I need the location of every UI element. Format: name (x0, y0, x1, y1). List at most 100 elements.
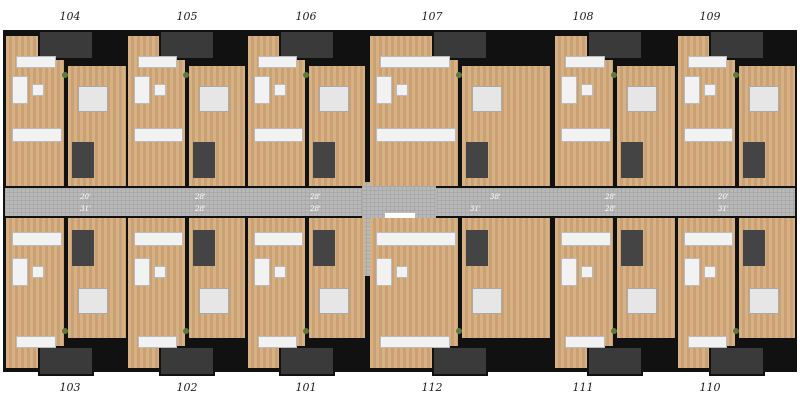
unit-109-dining-table (688, 56, 727, 68)
unit-111-table (581, 266, 593, 278)
unit-110-sofa (684, 258, 700, 286)
unit-102-sofa (134, 258, 150, 286)
unit-101-sofa (254, 258, 270, 286)
unit-105-plant (182, 72, 189, 78)
unit-112-sofa (376, 258, 392, 286)
unit-101-plant (302, 328, 309, 334)
unit-104-table (32, 84, 44, 96)
unit-104-plant (62, 72, 68, 78)
unit-label-110: 110 (699, 381, 721, 394)
unit-108-bed (627, 86, 657, 112)
unit-103-plant (62, 328, 68, 334)
unit-102-table (154, 266, 166, 278)
door-mark: 28' (310, 205, 321, 213)
unit-107-bathroom (466, 142, 488, 178)
unit-101-bed (318, 288, 349, 314)
unit-105-table (154, 84, 166, 96)
unit-110-balcony (708, 346, 765, 376)
door-mark: 28' (605, 205, 616, 213)
unit-105-dining-table (138, 56, 177, 68)
unit-110-bed (748, 288, 779, 314)
unit-112-balcony (432, 346, 488, 376)
door-mark: 20' (80, 193, 91, 201)
unit-103-dining-table (16, 336, 56, 348)
unit-112-table (396, 266, 408, 278)
unit-102-plant (182, 328, 189, 334)
unit-104-dining-table (16, 56, 56, 68)
unit-104-balcony (38, 30, 94, 60)
unit-110-bathroom (742, 230, 765, 266)
unit-101-balcony (278, 346, 335, 376)
unit-102-dining-table (138, 336, 177, 348)
door-mark: 28' (195, 205, 206, 213)
unit-label-107: 107 (421, 10, 443, 23)
door-mark: 31' (80, 205, 91, 213)
unit-106-bed (318, 86, 349, 112)
unit-106-dining-table (258, 56, 297, 68)
unit-106-bathroom (312, 142, 335, 178)
unit-111-dining-table (565, 336, 605, 348)
unit-106-plant (302, 72, 309, 78)
unit-110-table (704, 266, 716, 278)
unit-103-sofa (12, 258, 28, 286)
unit-103-bathroom (72, 230, 94, 266)
unit-102-bed (198, 288, 229, 314)
door-mark: 28' (605, 193, 616, 201)
unit-110-kitchen-counter (684, 232, 733, 246)
unit-108-dining-table (565, 56, 605, 68)
unit-107-sofa (376, 76, 392, 104)
door-mark: 38' (490, 193, 501, 201)
unit-109-balcony (708, 30, 765, 60)
unit-108-sofa (561, 76, 577, 104)
unit-110-dining-table (688, 336, 727, 348)
unit-112-dining-table (380, 336, 450, 348)
unit-105-bathroom (192, 142, 215, 178)
unit-106-kitchen-counter (254, 128, 303, 142)
door-mark: 20' (718, 193, 729, 201)
unit-103-table (32, 266, 44, 278)
unit-102-balcony (158, 346, 215, 376)
unit-104-bed (78, 86, 108, 112)
unit-105-balcony (158, 30, 215, 60)
unit-111-plant (611, 328, 617, 334)
unit-106-table (274, 84, 286, 96)
unit-101-table (274, 266, 286, 278)
door-mark: 31' (470, 205, 481, 213)
unit-107-table (396, 84, 408, 96)
unit-105-sofa (134, 76, 150, 104)
unit-111-bed (627, 288, 657, 314)
unit-label-109: 109 (699, 10, 721, 23)
unit-label-102: 102 (176, 381, 198, 394)
unit-109-sofa (684, 76, 700, 104)
door-mark: 28' (195, 193, 206, 201)
unit-107-balcony (432, 30, 488, 60)
unit-112-bed (472, 288, 502, 314)
unit-104-kitchen-counter (12, 128, 62, 142)
unit-103-balcony (38, 346, 94, 376)
unit-107-plant (456, 72, 462, 78)
unit-label-106: 106 (295, 10, 317, 23)
unit-111-bathroom (621, 230, 643, 266)
unit-101-kitchen-counter (254, 232, 303, 246)
unit-105-kitchen-counter (134, 128, 183, 142)
unit-106-balcony (278, 30, 335, 60)
unit-108-table (581, 84, 593, 96)
unit-label-108: 108 (572, 10, 594, 23)
unit-112-plant (456, 328, 462, 334)
unit-111-balcony (587, 346, 643, 376)
unit-101-bathroom (312, 230, 335, 266)
unit-101-dining-table (258, 336, 297, 348)
unit-108-balcony (587, 30, 643, 60)
unit-label-105: 105 (176, 10, 198, 23)
unit-label-101: 101 (295, 381, 317, 394)
unit-108-bathroom (621, 142, 643, 178)
unit-107-bed (472, 86, 502, 112)
unit-107-kitchen-counter (376, 128, 456, 142)
unit-104-sofa (12, 76, 28, 104)
unit-108-kitchen-counter (561, 128, 611, 142)
door-mark: 31' (718, 205, 729, 213)
unit-103-kitchen-counter (12, 232, 62, 246)
unit-108-plant (611, 72, 617, 78)
unit-107-dining-table (380, 56, 450, 68)
unit-109-bed (748, 86, 779, 112)
